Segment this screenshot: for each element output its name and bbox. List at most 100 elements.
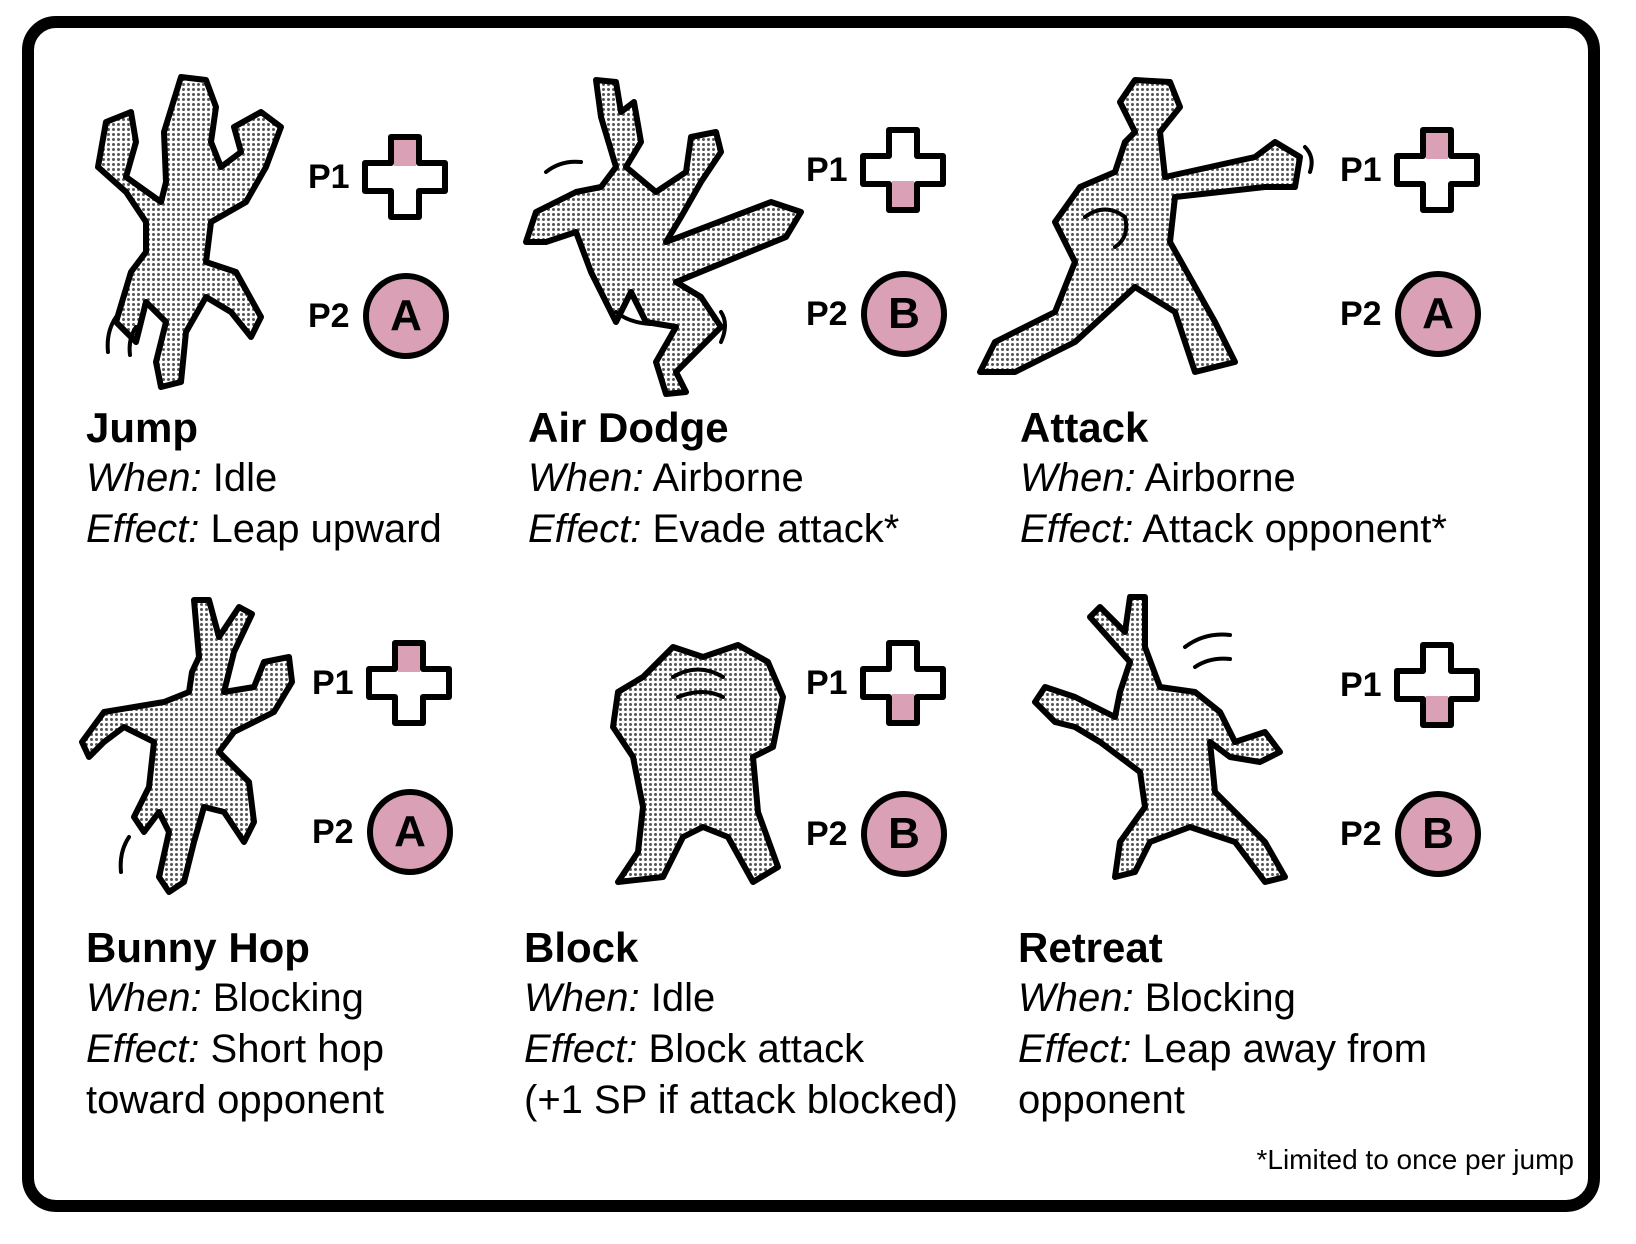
effect-line-2: opponent [1018, 1078, 1185, 1122]
when-line: When: Blocking [1018, 973, 1578, 1024]
move-name: Bunny Hop [86, 924, 310, 971]
move-air-dodge: P1 P2 B Air Dodge When: Airborne Effect:… [523, 72, 1068, 632]
card-frame [22, 16, 1600, 1212]
p2-row: P2 A [1340, 270, 1482, 358]
move-bunny-hop: P1 P2 A Bunny Hop When: Blocking Effect:… [79, 592, 626, 1152]
move-description: Retreat When: Blocking Effect: Leap away… [1018, 922, 1578, 1126]
a-button-icon: A [1395, 271, 1481, 357]
effect-label: Effect: [524, 1027, 638, 1071]
effect-line-2: toward opponent [86, 1078, 385, 1122]
effect-label: Effect: [528, 507, 642, 551]
button-letter: A [1422, 289, 1454, 338]
p1-label: P1 [312, 663, 354, 702]
move-description: Attack When: Airborne Effect: Attack opp… [1020, 402, 1580, 555]
effect-line: Effect: Leap away from [1018, 1024, 1578, 1075]
p1-label: P1 [806, 150, 848, 189]
p2-label: P2 [312, 812, 354, 851]
button-letter: A [390, 291, 422, 340]
effect-line: Effect: Leap upward [86, 504, 646, 555]
effect-label: Effect: [1020, 507, 1134, 551]
move-description: Air Dodge When: Airborne Effect: Evade a… [528, 402, 1088, 555]
effect-line: Effect: Attack opponent* [1020, 504, 1580, 555]
when-label: When: [528, 456, 644, 500]
when-label: When: [86, 976, 202, 1020]
effect-label: Effect: [86, 507, 200, 551]
a-button-icon: A [367, 789, 453, 875]
when-value: Airborne [1144, 456, 1296, 500]
p2-row: P2 B [806, 270, 948, 358]
p1-row: P1 [806, 640, 946, 726]
when-line: When: Airborne [528, 453, 1088, 504]
p1-row: P1 [308, 134, 448, 220]
retreat-pose-figure [1032, 594, 1288, 885]
bunny-hop-pose-figure [79, 597, 295, 895]
move-name: Attack [1020, 404, 1149, 451]
move-block: P1 P2 B Block When: Idle Effect: Block a… [524, 592, 1088, 1152]
when-value: Idle [650, 976, 716, 1020]
effect-value: Short hop [210, 1027, 384, 1071]
effect-label: Effect: [1018, 1027, 1132, 1071]
p2-label: P2 [806, 814, 848, 853]
dpad-down-icon [860, 640, 946, 726]
b-button-icon: B [1395, 791, 1481, 877]
a-button-icon: A [363, 273, 449, 359]
move-name: Block [524, 924, 639, 971]
effect-value: Evade attack* [652, 507, 900, 551]
air-dodge-pose-figure [523, 77, 804, 397]
effect-line: Effect: Evade attack* [528, 504, 1088, 555]
effect-value: Leap away from [1142, 1027, 1428, 1071]
button-letter: B [888, 809, 920, 858]
move-jump: P1 P2 A Jump When: Idle Effect: Leap upw… [86, 72, 626, 632]
effect-value: Leap upward [210, 507, 442, 551]
when-value: Airborne [652, 456, 804, 500]
p1-label: P1 [1340, 150, 1382, 189]
button-letter: A [394, 807, 426, 856]
effect-line: Effect: Block attack [524, 1024, 1084, 1075]
p1-label: P1 [1340, 665, 1382, 704]
effect-line: Effect: Short hop [86, 1024, 646, 1075]
move-name: Air Dodge [528, 404, 729, 451]
dpad-down-icon [1394, 642, 1480, 728]
p2-label: P2 [806, 294, 848, 333]
p1-row: P1 [1340, 642, 1480, 728]
p1-row: P1 [806, 127, 946, 213]
p2-label: P2 [1340, 814, 1382, 853]
p1-row: P1 [1340, 127, 1480, 213]
p2-label: P2 [1340, 294, 1382, 333]
p2-row: P2 A [312, 788, 454, 876]
move-retreat: P1 P2 B Retreat When: Blocking Effect: L… [1018, 592, 1560, 1152]
when-line: When: Airborne [1020, 453, 1580, 504]
when-label: When: [86, 456, 202, 500]
when-line: When: Blocking [86, 973, 646, 1024]
when-value: Blocking [1144, 976, 1296, 1020]
dpad-up-icon [1394, 127, 1480, 213]
effect-value: Attack opponent* [1142, 507, 1447, 551]
when-label: When: [1018, 976, 1134, 1020]
when-label: When: [524, 976, 640, 1020]
move-description: Jump When: Idle Effect: Leap upward [86, 402, 646, 555]
move-description: Bunny Hop When: Blocking Effect: Short h… [86, 922, 646, 1126]
block-pose-figure [610, 642, 786, 885]
p1-row: P1 [312, 640, 452, 726]
move-name: Retreat [1018, 924, 1163, 971]
effect-value: Block attack [648, 1027, 865, 1071]
move-attack: P1 P2 A Attack When: Airborne Effect: At… [977, 72, 1560, 632]
b-button-icon: B [861, 271, 947, 357]
button-letter: B [888, 289, 920, 338]
dpad-up-icon [362, 134, 448, 220]
when-value: Idle [212, 456, 278, 500]
move-description: Block When: Idle Effect: Block attack (+… [524, 922, 1084, 1126]
effect-line-2: (+1 SP if attack blocked) [524, 1078, 958, 1122]
when-label: When: [1020, 456, 1136, 500]
effect-label: Effect: [86, 1027, 200, 1071]
dpad-up-icon [366, 640, 452, 726]
when-line: When: Idle [86, 453, 646, 504]
when-value: Blocking [212, 976, 364, 1020]
p1-label: P1 [806, 663, 848, 702]
p2-label: P2 [308, 296, 350, 335]
footnote: *Limited to once per jump [1256, 1144, 1574, 1175]
jump-pose-figure [95, 74, 284, 390]
p2-row: P2 B [806, 790, 948, 878]
move-name: Jump [86, 404, 199, 451]
button-letter: B [1422, 809, 1454, 858]
